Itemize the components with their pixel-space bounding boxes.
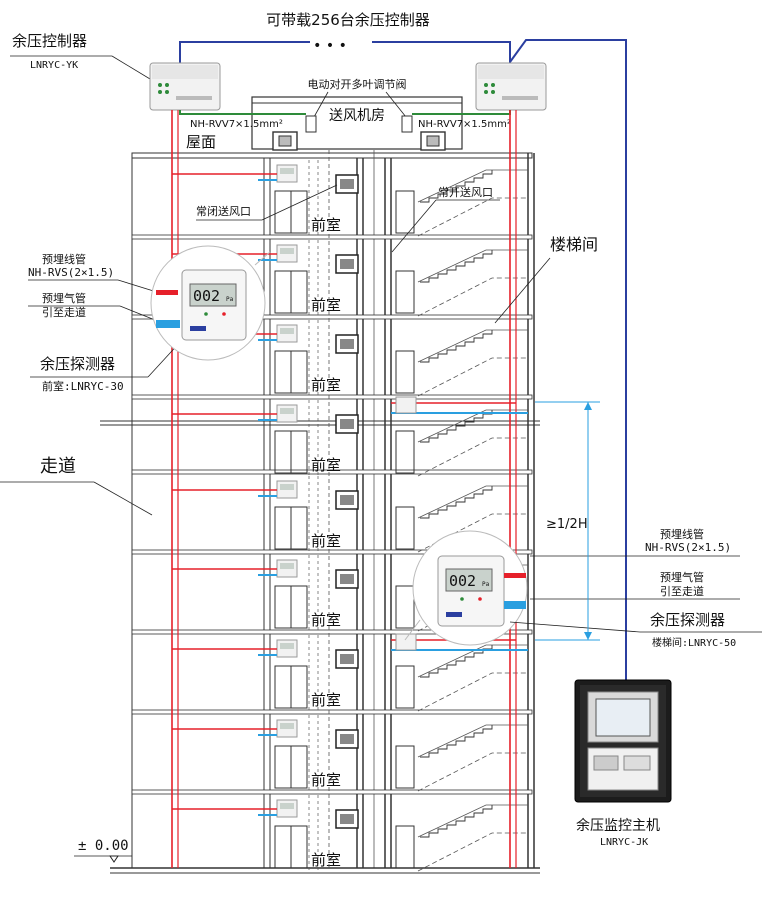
open-outlet-callout: 常开送风口 — [391, 185, 500, 253]
floor-slab — [131, 314, 533, 320]
right-display-unit: Pa — [482, 581, 490, 588]
antechamber-label: 前室 — [311, 296, 341, 314]
antechamber-label: 前室 — [311, 611, 341, 629]
left-gas-title: 预埋气管 — [42, 291, 86, 305]
height-dimension: ≥1/2H — [535, 401, 600, 641]
damper-label: 电动对开多叶调节阀 — [308, 77, 407, 91]
floor-unit: 前室 — [172, 400, 415, 475]
controller-model: LNRYC-YK — [30, 60, 78, 71]
antechamber-label: 前室 — [311, 532, 341, 550]
floor-slab — [131, 629, 533, 635]
left-conduit-spec: NH-RVS(2×1.5) — [28, 266, 114, 279]
left-display-unit: Pa — [226, 296, 234, 303]
bus-dots: • • • — [313, 38, 347, 54]
right-detector-callout: 002 Pa 预埋线管 NH-RVS(2×1.5) 预埋气管 引至走道 余压探测… — [404, 527, 762, 649]
building — [100, 150, 540, 874]
antechamber-label: 前室 — [311, 691, 341, 709]
closed-outlet-label: 常闭送风口 — [196, 204, 251, 218]
right-gas-title: 预埋气管 — [660, 570, 704, 584]
floor-unit: 前室 — [172, 635, 415, 710]
controller-right — [475, 62, 547, 111]
cable-right: NH-RVV7×1.5mm² — [418, 119, 511, 130]
right-conduit-title: 预埋线管 — [660, 527, 704, 541]
floor-slabs — [131, 234, 533, 795]
cable-left: NH-RVV7×1.5mm² — [190, 119, 283, 130]
corridor-callout: 走道 — [0, 456, 153, 516]
red-conduits — [171, 110, 517, 868]
left-conduit-title: 预埋线管 — [42, 252, 86, 266]
title: 可带载256台余压控制器 — [266, 11, 430, 29]
antechamber-label: 前室 — [311, 456, 341, 474]
host-name: 余压监控主机 — [576, 817, 660, 834]
corridor-label: 走道 — [40, 456, 76, 477]
stair-flights — [417, 169, 528, 872]
controller-left — [149, 62, 221, 111]
stairwell-links — [391, 396, 528, 651]
right-conduit-spec: NH-RVS(2×1.5) — [645, 541, 731, 554]
right-gas-note: 引至走道 — [660, 584, 704, 598]
antechamber-label: 前室 — [311, 851, 341, 869]
controller-name: 余压控制器 — [12, 32, 87, 50]
floor-slab — [131, 469, 533, 475]
ground-level-text: ± 0.00 — [78, 838, 129, 854]
right-detector-name: 余压探测器 — [650, 611, 725, 629]
height-note: ≥1/2H — [546, 517, 588, 532]
stairwell-label: 楼梯间 — [550, 235, 598, 254]
open-outlet-label: 常开送风口 — [438, 185, 493, 199]
floor-slab — [131, 234, 533, 240]
floor-slab — [131, 549, 533, 555]
floor-unit: 前室 — [172, 555, 415, 630]
floor-unit: 前室 — [172, 476, 415, 551]
floor-slab — [131, 709, 533, 715]
floor-slab — [131, 789, 533, 795]
controller-callout: 余压控制器 LNRYC-YK — [10, 32, 156, 83]
antechamber-label: 前室 — [311, 376, 341, 394]
floor-unit: 前室 — [172, 160, 415, 235]
network-bus: • • • — [179, 38, 627, 683]
floor-unit: 前室 — [172, 795, 415, 870]
left-detector-name: 余压探测器 — [40, 355, 115, 373]
stairwell-callout: 楼梯间 — [494, 235, 598, 324]
right-display-value: 002 — [449, 572, 476, 590]
left-gas-note: 引至走道 — [42, 305, 86, 319]
antechamber-label: 前室 — [311, 216, 341, 234]
floor-slab — [131, 394, 533, 400]
host-model: LNRYC-JK — [600, 837, 648, 848]
monitor-host: 余压监控主机 LNRYC-JK — [574, 679, 672, 848]
floor-unit: 前室 — [172, 715, 415, 790]
closed-outlet-callout: 常闭送风口 — [196, 184, 338, 221]
left-detector-callout: 预埋线管 NH-RVS(2×1.5) 预埋气管 引至走道 余压探测器 前室:LN… — [28, 245, 271, 393]
ground-level: ± 0.00 — [74, 838, 132, 863]
left-detector-model: 前室:LNRYC-30 — [42, 379, 124, 393]
fan-room: 电动对开多叶调节阀 送风机房 — [251, 77, 463, 151]
left-display-value: 002 — [193, 287, 220, 305]
fan-room-label: 送风机房 — [329, 108, 385, 124]
antechamber-label: 前室 — [311, 771, 341, 789]
right-detector-model: 楼梯间:LNRYC-50 — [652, 636, 736, 649]
roof-label: 屋面 — [186, 133, 216, 151]
